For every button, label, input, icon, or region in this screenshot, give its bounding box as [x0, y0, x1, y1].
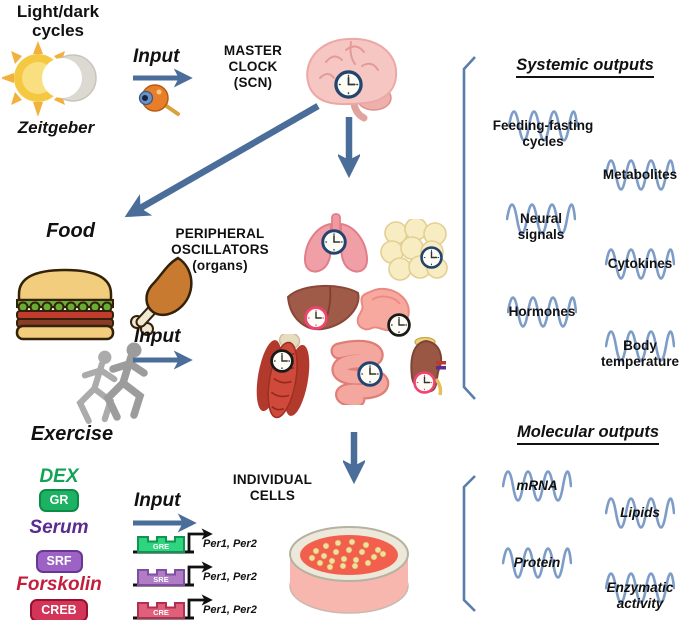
- output-lipids: Lipids: [600, 491, 680, 539]
- exercise-label: Exercise: [30, 423, 114, 445]
- master-clock-title: MASTER CLOCK (SCN): [223, 43, 283, 90]
- gr-badge: GR: [38, 488, 80, 512]
- output-mrna: mRNA: [492, 464, 582, 512]
- reagent-forskolin-label: Forskolin: [16, 573, 102, 595]
- reagent-list: DEX GR Serum SRF Forskolin CREB: [0, 467, 118, 620]
- gre-element-label: GRE: [153, 542, 169, 551]
- input-light-arrow: [133, 68, 193, 88]
- oscillation-wave-icon: [604, 566, 676, 615]
- creb-badge: CREB: [30, 598, 88, 620]
- input-food-arrow: [133, 350, 193, 370]
- output-metabolites: Metabolites: [597, 153, 683, 201]
- oscillation-wave-icon: [604, 242, 676, 291]
- output-cytokines: Cytokines: [600, 242, 680, 290]
- intestine-clock-icon: [357, 361, 383, 387]
- muscle-clock-icon: [270, 349, 294, 373]
- output-feeding-fasting: Feeding-fasting cycles: [478, 104, 608, 152]
- systemic-bracket: [462, 56, 476, 400]
- sre-genes-label: Per1, Per2: [203, 571, 257, 583]
- kidney-clock-icon: [413, 371, 436, 394]
- reagent-serum-label: Serum: [29, 516, 89, 538]
- stomach-clock-icon: [387, 313, 411, 337]
- light-dark-title: Light/dark cycles: [16, 2, 100, 41]
- liver-clock-icon: [304, 306, 328, 330]
- peripheral-title: PERIPHERAL OSCILLATORS (organs): [171, 226, 269, 273]
- molecular-bracket: [462, 475, 476, 612]
- construct-cre: CRE Per1, Per2: [132, 593, 264, 620]
- output-hormones: Hormones: [497, 290, 587, 338]
- arrow-brain-to-organs: [338, 117, 360, 179]
- input-cells-label: Input: [134, 490, 181, 511]
- output-neural-signals: Neural signals: [503, 197, 579, 245]
- input-light-label: Input: [133, 46, 180, 67]
- molecular-outputs-title: Molecular outputs: [493, 423, 683, 445]
- sre-element-label: SRE: [153, 575, 168, 584]
- input-cells-arrow: [133, 513, 197, 533]
- oscillation-wave-icon: [505, 197, 577, 246]
- systemic-outputs-title: Systemic outputs: [490, 56, 680, 78]
- arrow-organs-to-cells: [343, 432, 365, 485]
- oscillation-wave-icon: [604, 153, 676, 202]
- oscillation-wave-icon: [604, 324, 676, 373]
- oscillation-wave-icon: [506, 290, 578, 339]
- input-food-label: Input: [134, 326, 181, 347]
- arrow-brain-to-food: [124, 103, 320, 218]
- sandwich-icon: [15, 268, 115, 341]
- cre-genes-label: Per1, Per2: [203, 604, 257, 616]
- zeitgeber-label: Zeitgeber: [17, 118, 95, 137]
- oscillation-wave-icon: [604, 491, 676, 540]
- lungs-clock-icon: [321, 229, 347, 255]
- sun-moon-icon: [2, 41, 97, 116]
- brain-clock-icon: [334, 70, 363, 99]
- oscillation-wave-icon: [501, 464, 573, 513]
- srf-badge: SRF: [35, 549, 83, 573]
- construct-gre: GRE Per1, Per2: [132, 527, 264, 557]
- output-protein: Protein: [492, 541, 582, 589]
- output-body-temperature: Body temperature: [596, 324, 684, 372]
- output-enzymatic-activity: Enzymatic activity: [594, 566, 685, 614]
- oscillation-wave-icon: [507, 104, 579, 153]
- petri-dish-icon: [289, 526, 409, 614]
- reagent-dex-label: DEX: [39, 466, 79, 487]
- drumstick-icon: [130, 256, 193, 336]
- cre-element-label: CRE: [153, 608, 169, 617]
- muscle-icon: [256, 334, 310, 419]
- oscillation-wave-icon: [501, 541, 573, 590]
- adipose-clock-icon: [420, 246, 443, 269]
- runners-icon: [76, 342, 148, 424]
- construct-sre: SRE Per1, Per2: [132, 560, 264, 590]
- gre-genes-label: Per1, Per2: [203, 538, 257, 550]
- eye-icon: [138, 84, 180, 116]
- individual-cells-title: INDIVIDUAL CELLS: [232, 472, 313, 503]
- food-label: Food: [46, 220, 95, 242]
